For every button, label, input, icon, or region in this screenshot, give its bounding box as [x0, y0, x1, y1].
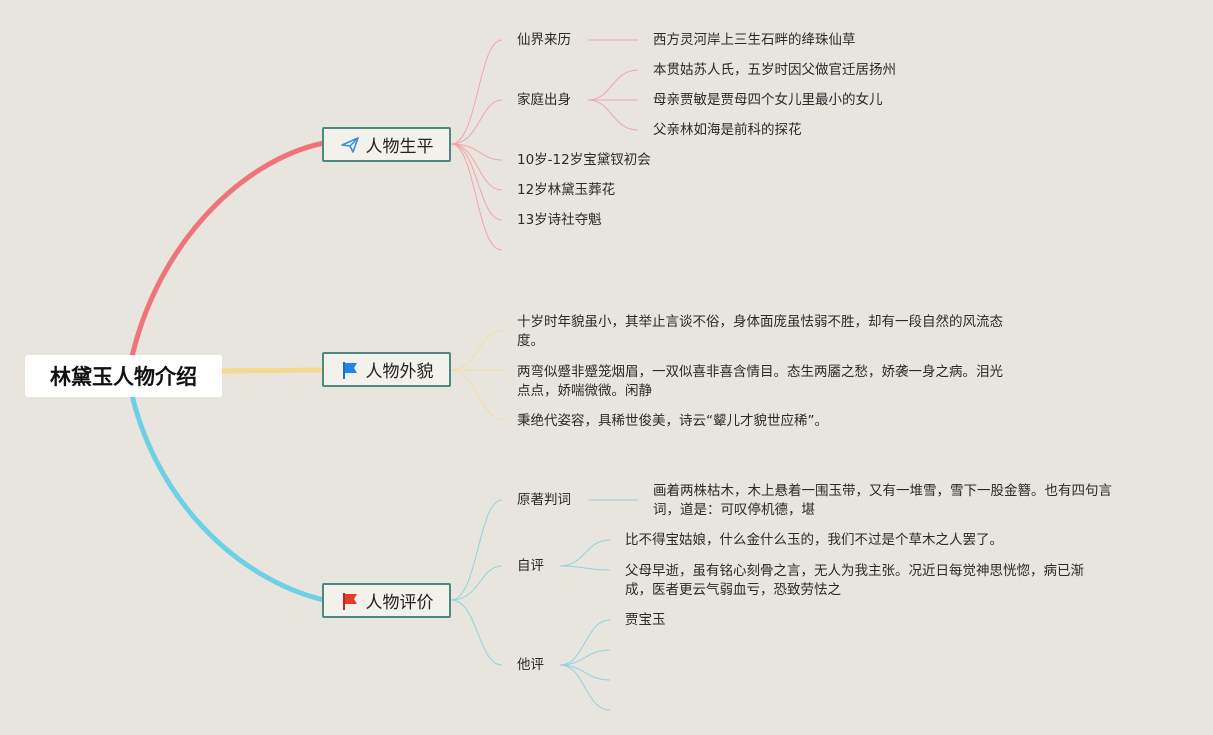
leaf-family-origin[interactable]: 本贯姑苏人氏，五岁时因父做官迁居扬州 — [653, 62, 896, 78]
appearance-desc-1[interactable]: 十岁时年貌虽小，其举止言谈不俗，身体面庞虽怯弱不胜，却有一段自然的风流态度。 — [517, 314, 1003, 349]
life-sub-connector — [450, 99, 503, 145]
review-leaf-connector — [559, 565, 611, 571]
topic-appearance-label: 人物外貌 — [365, 362, 434, 382]
review-leaf-connector — [559, 539, 611, 567]
appearance-desc-3[interactable]: 秉绝代姿容，具稀世俊美，诗云“颦儿才貌世应稀”。 — [517, 413, 828, 429]
leaf-verdict-text[interactable]: 画着两株枯木，木上悬着一围玉带，又有一堆雪，雪下一股金簪。也有四句言词，道是：可… — [653, 483, 1112, 518]
leaf-crimson-pearl-herb[interactable]: 西方灵河岸上三生石畔的绛珠仙草 — [653, 32, 856, 48]
root-to-life-connector — [125, 140, 327, 379]
subtopic-self-review[interactable]: 自评 — [517, 558, 544, 574]
subtopic-others-review[interactable]: 他评 — [517, 657, 544, 673]
subtopic-immortal-origin[interactable]: 仙界来历 — [517, 32, 571, 48]
root-topic[interactable]: 林黛玉人物介绍 — [25, 355, 222, 397]
life-sub-connector — [450, 39, 503, 145]
appearance-sub-connector — [450, 369, 506, 421]
leaf-mother[interactable]: 母亲贾敏是贾母四个女儿里最小的女儿 — [653, 92, 883, 108]
topic-life[interactable]: 人物生平 — [322, 127, 451, 162]
root-topic-title: 林黛玉人物介绍 — [50, 365, 197, 389]
subtopic-burying-flowers[interactable]: 12岁林黛玉葬花 — [517, 182, 616, 198]
blue-flag-icon — [340, 360, 360, 380]
leaf-self-review-2[interactable]: 父母早逝，虽有铭心刻骨之言，无人为我主张。况近日每觉神思恍惚，病已渐成，医者更云… — [625, 563, 1084, 598]
root-to-appearance-connector — [219, 367, 327, 374]
leaf-jia-baoyu[interactable]: 贾宝玉 — [625, 612, 666, 628]
leaf-father[interactable]: 父亲林如海是前科的探花 — [653, 122, 802, 138]
leaf-self-review-1[interactable]: 比不得宝姑娘，什么金什么玉的，我们不过是个草木之人罢了。 — [625, 532, 1003, 548]
red-flag-icon — [340, 591, 360, 611]
root-to-review-connector — [125, 373, 327, 603]
appearance-desc-2[interactable]: 两弯似蹙非蹙笼烟眉，一双似喜非喜含情目。态生两靥之愁，娇袭一身之病。泪光点点，娇… — [517, 364, 1003, 399]
life-leaf-connector — [587, 69, 639, 101]
paper-plane-icon — [340, 135, 360, 155]
review-leaf-connector — [559, 649, 611, 666]
review-sub-connector — [450, 499, 503, 601]
review-leaf-connector — [559, 664, 611, 681]
subtopic-poetry-club[interactable]: 13岁诗社夺魁 — [517, 212, 602, 228]
appearance-sub-connector — [450, 329, 506, 371]
subtopic-family-background[interactable]: 家庭出身 — [517, 92, 571, 108]
review-leaf-connector — [559, 619, 611, 666]
life-sub-connector — [450, 143, 503, 221]
review-leaf-connector — [559, 664, 611, 711]
topic-review-label: 人物评价 — [365, 593, 434, 613]
life-sub-connector — [450, 143, 503, 161]
topic-review[interactable]: 人物评价 — [322, 583, 451, 618]
life-sub-connector — [450, 143, 503, 191]
subtopic-first-meeting[interactable]: 10岁-12岁宝黛钗初会 — [517, 152, 651, 168]
subtopic-verdict[interactable]: 原著判词 — [517, 492, 571, 508]
topic-appearance[interactable]: 人物外貌 — [322, 352, 451, 387]
life-leaf-connector — [587, 99, 639, 131]
topic-life-label: 人物生平 — [365, 137, 434, 157]
review-sub-connector — [450, 565, 503, 601]
life-sub-connector — [450, 143, 503, 251]
review-sub-connector — [450, 599, 503, 666]
